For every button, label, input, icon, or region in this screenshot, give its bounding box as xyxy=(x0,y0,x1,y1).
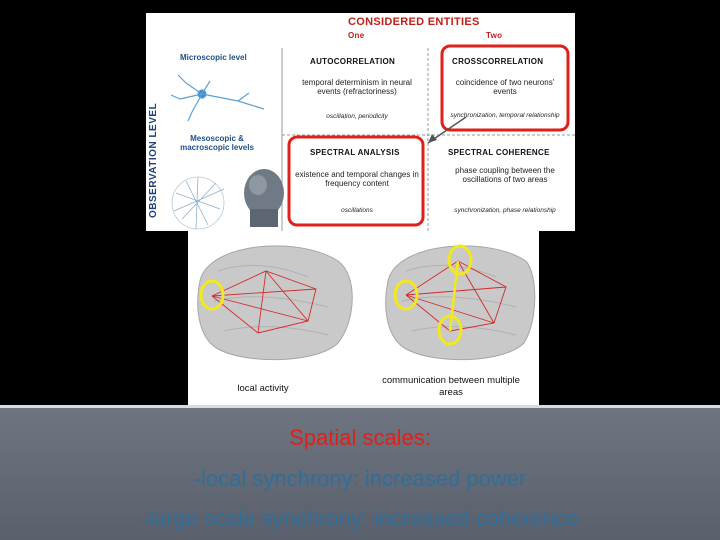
brain-network-graphics xyxy=(197,244,536,361)
left-brain xyxy=(197,245,353,361)
autocorrelation-note: oscillation, periodicity xyxy=(326,113,388,120)
communication-label: communication between multiple areas xyxy=(382,375,520,398)
caption-line-large-scale: -large scale synchrony: increased cohere… xyxy=(141,506,579,531)
autocorrelation-title: AUTOCORRELATION xyxy=(310,57,396,66)
spectral-coherence-note: synchronization, phase relationship xyxy=(454,207,556,214)
crosscorrelation-highlight xyxy=(440,44,570,132)
observation-level-label: OBSERVATION LEVEL xyxy=(148,102,159,218)
crosscorrelation-description: coincidence of two neurons' events xyxy=(455,78,555,96)
spectral-analysis-highlight xyxy=(287,135,425,227)
microscopic-level-label: Microscopic level xyxy=(180,53,247,62)
arrow-head xyxy=(428,134,437,143)
area-marker-1 xyxy=(393,279,419,311)
right-brain xyxy=(385,244,536,361)
brain-network-figure: local activity communication between mul… xyxy=(188,231,539,412)
neuron-illustration xyxy=(170,74,265,122)
spectral-coherence-description: phase coupling between the oscillations … xyxy=(455,166,555,184)
column-one-label: One xyxy=(348,31,365,40)
spectral-analysis-description: existence and temporal changes in freque… xyxy=(295,170,419,188)
methods-table-figure: CONSIDERED ENTITIES One Two OBSERVATION … xyxy=(146,13,575,231)
cortical-network-illustration xyxy=(171,176,225,230)
crosscorrelation-title: CROSSCORRELATION xyxy=(452,57,544,66)
head-illustration xyxy=(244,169,284,227)
caption-line-local: -local synchrony: increased power xyxy=(193,466,527,491)
caption-title: Spatial scales: xyxy=(289,425,431,450)
area-marker-2 xyxy=(447,244,473,276)
spectral-analysis-note: oscillations xyxy=(341,207,373,214)
spectral-analysis-title: SPECTRAL ANALYSIS xyxy=(310,148,400,157)
caption-panel xyxy=(0,405,720,540)
considered-entities-header: CONSIDERED ENTITIES xyxy=(348,16,480,28)
spectral-coherence-title: SPECTRAL COHERENCE xyxy=(448,148,550,157)
local-activity-marker xyxy=(199,279,225,311)
area-marker-3 xyxy=(437,314,463,346)
column-two-label: Two xyxy=(486,31,503,40)
local-activity-label: local activity xyxy=(237,383,289,394)
table-grid-lines xyxy=(170,44,575,231)
macroscopic-level-label: Mesoscopic & macroscopic levels xyxy=(180,134,254,152)
autocorrelation-description: temporal determinism in neural events (r… xyxy=(302,78,412,96)
crosscorrelation-note: synchronization, temporal relationship xyxy=(450,112,560,119)
